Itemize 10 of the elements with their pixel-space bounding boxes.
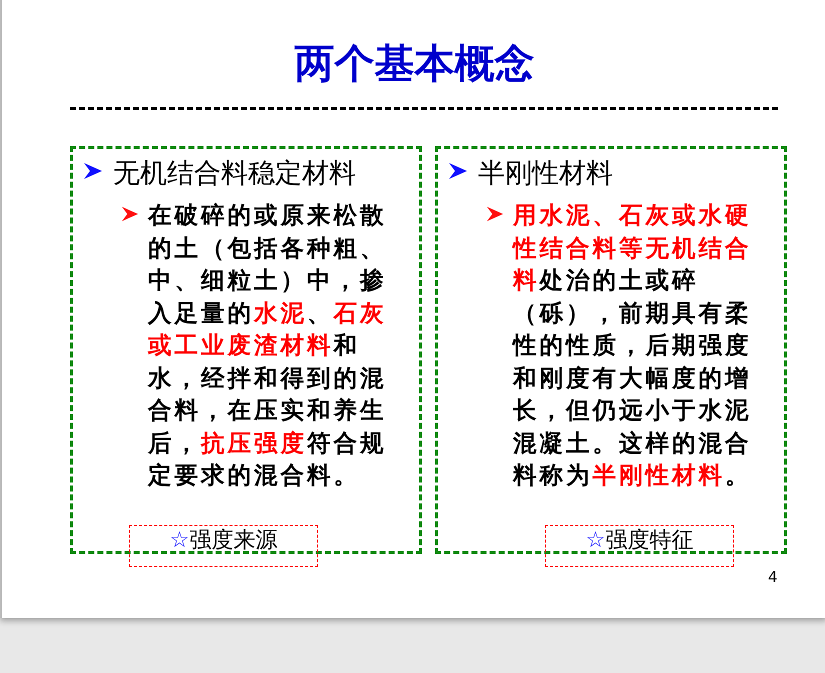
page-number: 4 [768, 568, 778, 586]
concept-panel [435, 146, 787, 554]
note-tag: ☆强度特征 [545, 525, 734, 567]
panel-heading: 半刚性材料 [478, 157, 613, 191]
slide-title: 两个基本概念 [294, 40, 536, 89]
panel-heading: 无机结合料稳定材料 [113, 157, 356, 191]
note-tag: ☆强度来源 [129, 525, 318, 567]
definition-text: 在破碎的或原来松散的土（包括各种粗、中、细粒土）中，掺入足量的水泥、石灰或工业废渣材料和水，经拌和得到的混合料，在压实和养生后，抗压强度符合规定要求的混合料。 [148, 200, 388, 491]
definition-text: 用水泥、石灰或水硬性结合料等无机结合料处治的土或碎（砾），前期具有柔性的性质，后期强度和刚度有大幅度的增长，但仍远小于水泥混凝土。这样的混合料称为半刚性材料。 [513, 200, 752, 491]
concept-panel [70, 146, 422, 554]
